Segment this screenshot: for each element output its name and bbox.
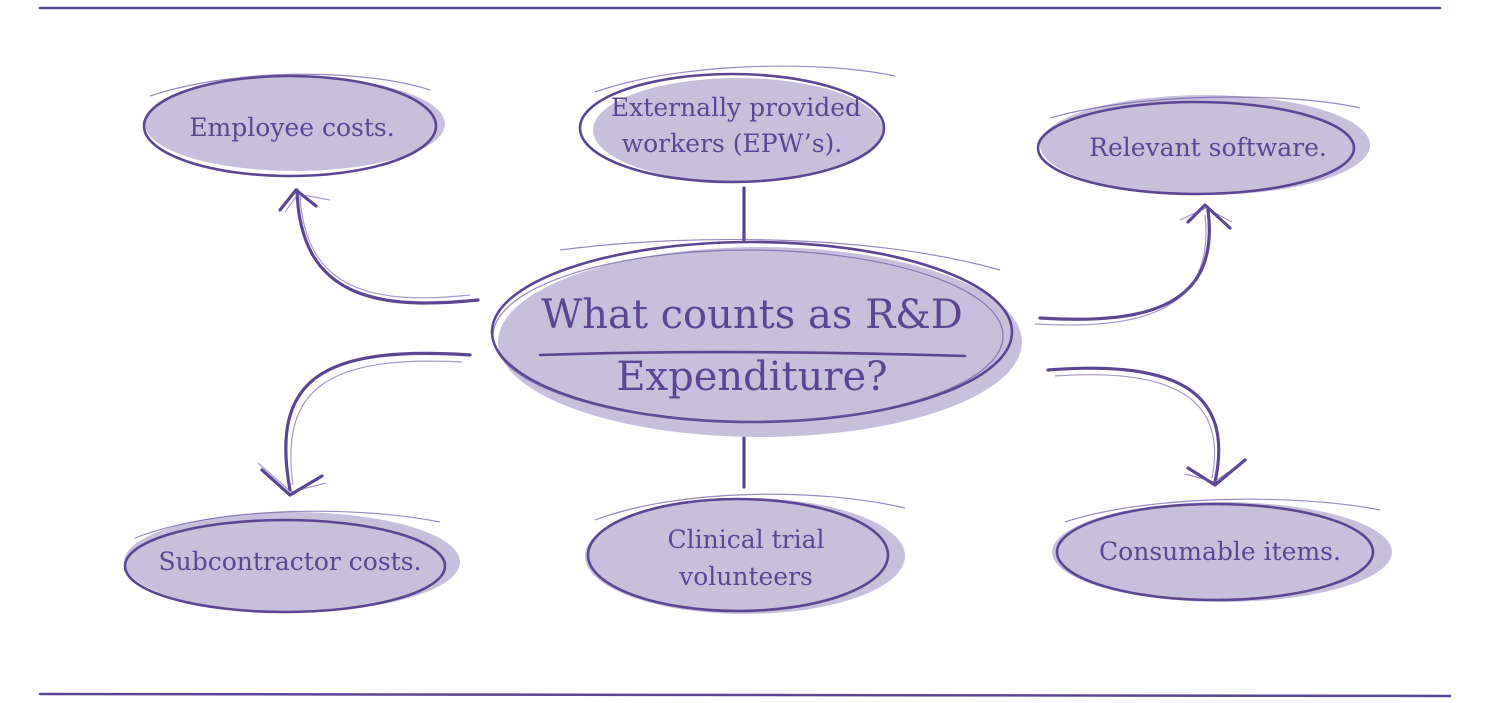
node-relevant-software: Relevant software. <box>1036 95 1370 196</box>
node-employee-costs: Employee costs. <box>142 73 445 178</box>
arrow-to-subcontractor-costs <box>257 351 472 497</box>
central-title-line-2: Expenditure? <box>616 354 887 400</box>
bottom-rule <box>38 692 1452 698</box>
central-node: What counts as R&D Expenditure? <box>490 238 1022 437</box>
clinical-trial-label-line-1: Clinical trial <box>668 525 825 554</box>
connectors <box>257 186 1247 497</box>
epw-label-line-2: workers (EPW’s). <box>622 129 843 158</box>
arrow-to-employee-costs <box>278 188 480 305</box>
subcontractor-costs-label: Subcontractor costs. <box>159 547 422 576</box>
consumable-items-label: Consumable items. <box>1099 537 1341 566</box>
arrow-to-relevant-software <box>1034 203 1233 326</box>
arrow-to-consumable-items <box>1046 366 1247 487</box>
relevant-software-label: Relevant software. <box>1089 133 1327 162</box>
node-clinical-trial-volunteers: Clinical trial volunteers <box>585 493 906 614</box>
node-subcontractor-costs: Subcontractor costs. <box>123 510 460 614</box>
employee-costs-label: Employee costs. <box>189 113 394 142</box>
epw-label-line-1: Externally provided <box>611 93 861 122</box>
node-consumable-items: Consumable items. <box>1052 498 1392 602</box>
clinical-trial-label-line-2: volunteers <box>678 562 813 591</box>
central-title-line-1: What counts as R&D <box>541 292 963 338</box>
node-externally-provided-workers: Externally provided workers (EPW’s). <box>578 65 896 184</box>
